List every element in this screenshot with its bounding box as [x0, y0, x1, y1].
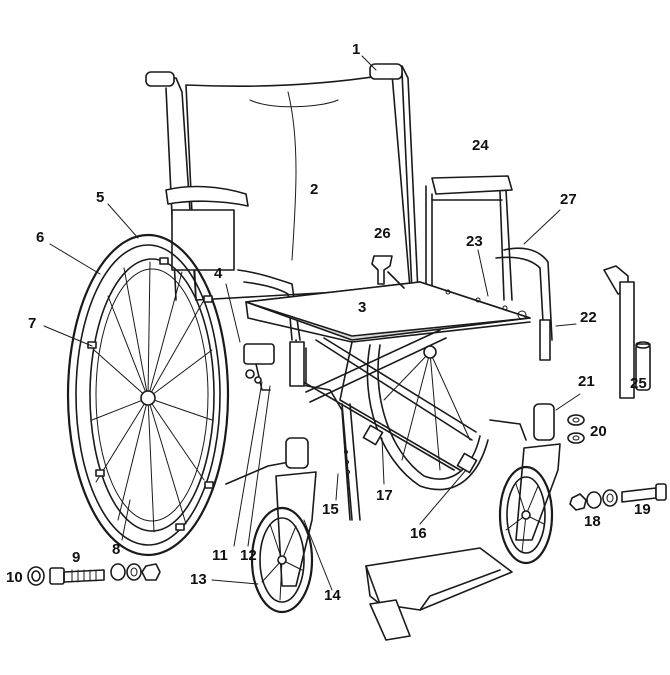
callout-6: 6	[36, 229, 45, 246]
callout-20: 20	[590, 423, 607, 440]
callout-19: 19	[634, 501, 651, 518]
axle-cap	[27, 566, 45, 586]
wheel-lock	[243, 343, 275, 391]
callout-13: 13	[190, 571, 207, 588]
axle-hardware	[27, 563, 161, 586]
frame	[225, 329, 527, 521]
left-caster	[250, 437, 317, 614]
caster-housing	[285, 437, 309, 469]
callout-10: 10	[6, 569, 23, 586]
wheel-spokes	[91, 261, 213, 533]
backrest	[145, 63, 419, 301]
callout-17: 17	[376, 487, 393, 504]
callout-9: 9	[72, 549, 81, 566]
right-armrest	[425, 175, 553, 361]
callout-11: 11	[212, 547, 228, 564]
callout-23: 23	[466, 233, 483, 250]
armrest-socket-parts	[603, 265, 651, 399]
callout-1: 1	[352, 41, 361, 58]
caster-bolt-hardware	[569, 483, 667, 511]
callout-14: 14	[324, 587, 341, 604]
seat	[245, 281, 531, 343]
left-armrest	[165, 185, 301, 341]
left-handgrip	[145, 71, 175, 87]
right-handgrip	[369, 63, 403, 80]
callout-2: 2	[310, 181, 319, 198]
right-caster	[498, 403, 561, 565]
callout-8: 8	[112, 541, 121, 558]
callout-5: 5	[96, 189, 105, 206]
callout-16: 16	[410, 525, 427, 542]
callout-12: 12	[240, 547, 257, 564]
callout-21: 21	[578, 373, 595, 390]
wheel-hub	[140, 390, 156, 406]
callout-24: 24	[472, 137, 489, 154]
callout-22: 22	[580, 309, 597, 326]
bearings	[567, 414, 585, 444]
armrest-lock	[539, 319, 551, 361]
left-rear-wheel	[66, 233, 230, 557]
callout-15: 15	[322, 501, 339, 518]
footrest	[341, 403, 513, 641]
callout-3: 3	[358, 299, 367, 316]
callout-25: 25	[630, 375, 647, 392]
side-guard-clip	[371, 255, 405, 289]
callout-4: 4	[214, 265, 223, 282]
leader-lines	[43, 55, 581, 591]
callout-7: 7	[28, 315, 37, 332]
callout-18: 18	[584, 513, 601, 530]
callout-26: 26	[374, 225, 391, 242]
callout-27: 27	[560, 191, 577, 208]
